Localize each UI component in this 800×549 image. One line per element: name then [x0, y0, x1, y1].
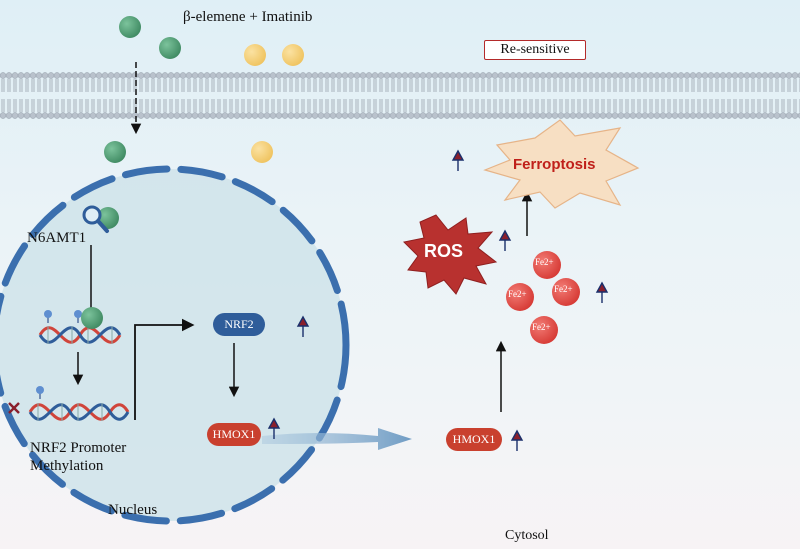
beta-elemene-molecule [104, 141, 126, 163]
export-arrow [262, 428, 412, 450]
fe-ion [533, 251, 561, 279]
nrf2-pill [213, 313, 265, 336]
beta-elemene-molecule [119, 16, 141, 38]
cytosol-label: Cytosol [505, 528, 549, 543]
nrf2-label: NRF2 [224, 317, 254, 331]
n6amt1-protein-icon [82, 205, 109, 233]
drug-combination-label: β-elemene + Imatinib [183, 9, 312, 26]
flow-arrow [134, 318, 195, 420]
up-arrow-icon [267, 417, 281, 439]
dna-helix-icon [38, 310, 122, 344]
fe-ion-label: Fe2+ [508, 289, 527, 299]
fe-ion [506, 283, 534, 311]
up-arrow-icon [510, 429, 524, 451]
imatinib-molecule [282, 44, 304, 66]
up-arrow-icon [451, 149, 465, 171]
resensitive-badge: Re-sensitive [484, 40, 586, 60]
cell-membrane [0, 72, 800, 122]
beta-elemene-label: β-elemene [183, 9, 246, 25]
n6amt1-label: N6AMT1 [27, 230, 87, 246]
fe-ion-label: Fe2+ [535, 257, 554, 267]
nrf2-methylation-line1: NRF2 Promoter [30, 440, 127, 456]
hmox1-label: HMOX1 [212, 427, 256, 441]
beta-elemene-molecule [81, 307, 103, 329]
fe-ion [552, 278, 580, 306]
nrf2-methylation-line2: Methylation [30, 458, 104, 474]
hmox1-pill [207, 423, 261, 446]
nucleus-label: Nucleus [108, 502, 158, 518]
nucleus-envelope [0, 165, 350, 525]
ferroptosis-label: Ferroptosis [513, 156, 596, 173]
ros-label: ROS [424, 241, 464, 261]
imatinib-label: Imatinib [261, 9, 313, 25]
up-arrow-icon [296, 315, 310, 337]
fe-ion-label: Fe2+ [532, 322, 551, 332]
plus-label: + [249, 9, 258, 25]
beta-elemene-molecule [159, 37, 181, 59]
imatinib-molecule [251, 141, 273, 163]
ros-star [402, 214, 498, 295]
dna-helix-methylated-icon [28, 386, 130, 421]
imatinib-molecule [244, 44, 266, 66]
cytosol-hmox1-label: HMOX1 [452, 432, 496, 446]
ferroptosis-burst [483, 119, 640, 209]
cross-mark-icon [8, 402, 20, 414]
up-arrow-icon [595, 281, 609, 303]
cytosol-hmox1-pill [446, 428, 502, 451]
up-arrow-icon [498, 229, 512, 251]
fe-ion-label: Fe2+ [554, 284, 573, 294]
fe-ion [530, 316, 558, 344]
